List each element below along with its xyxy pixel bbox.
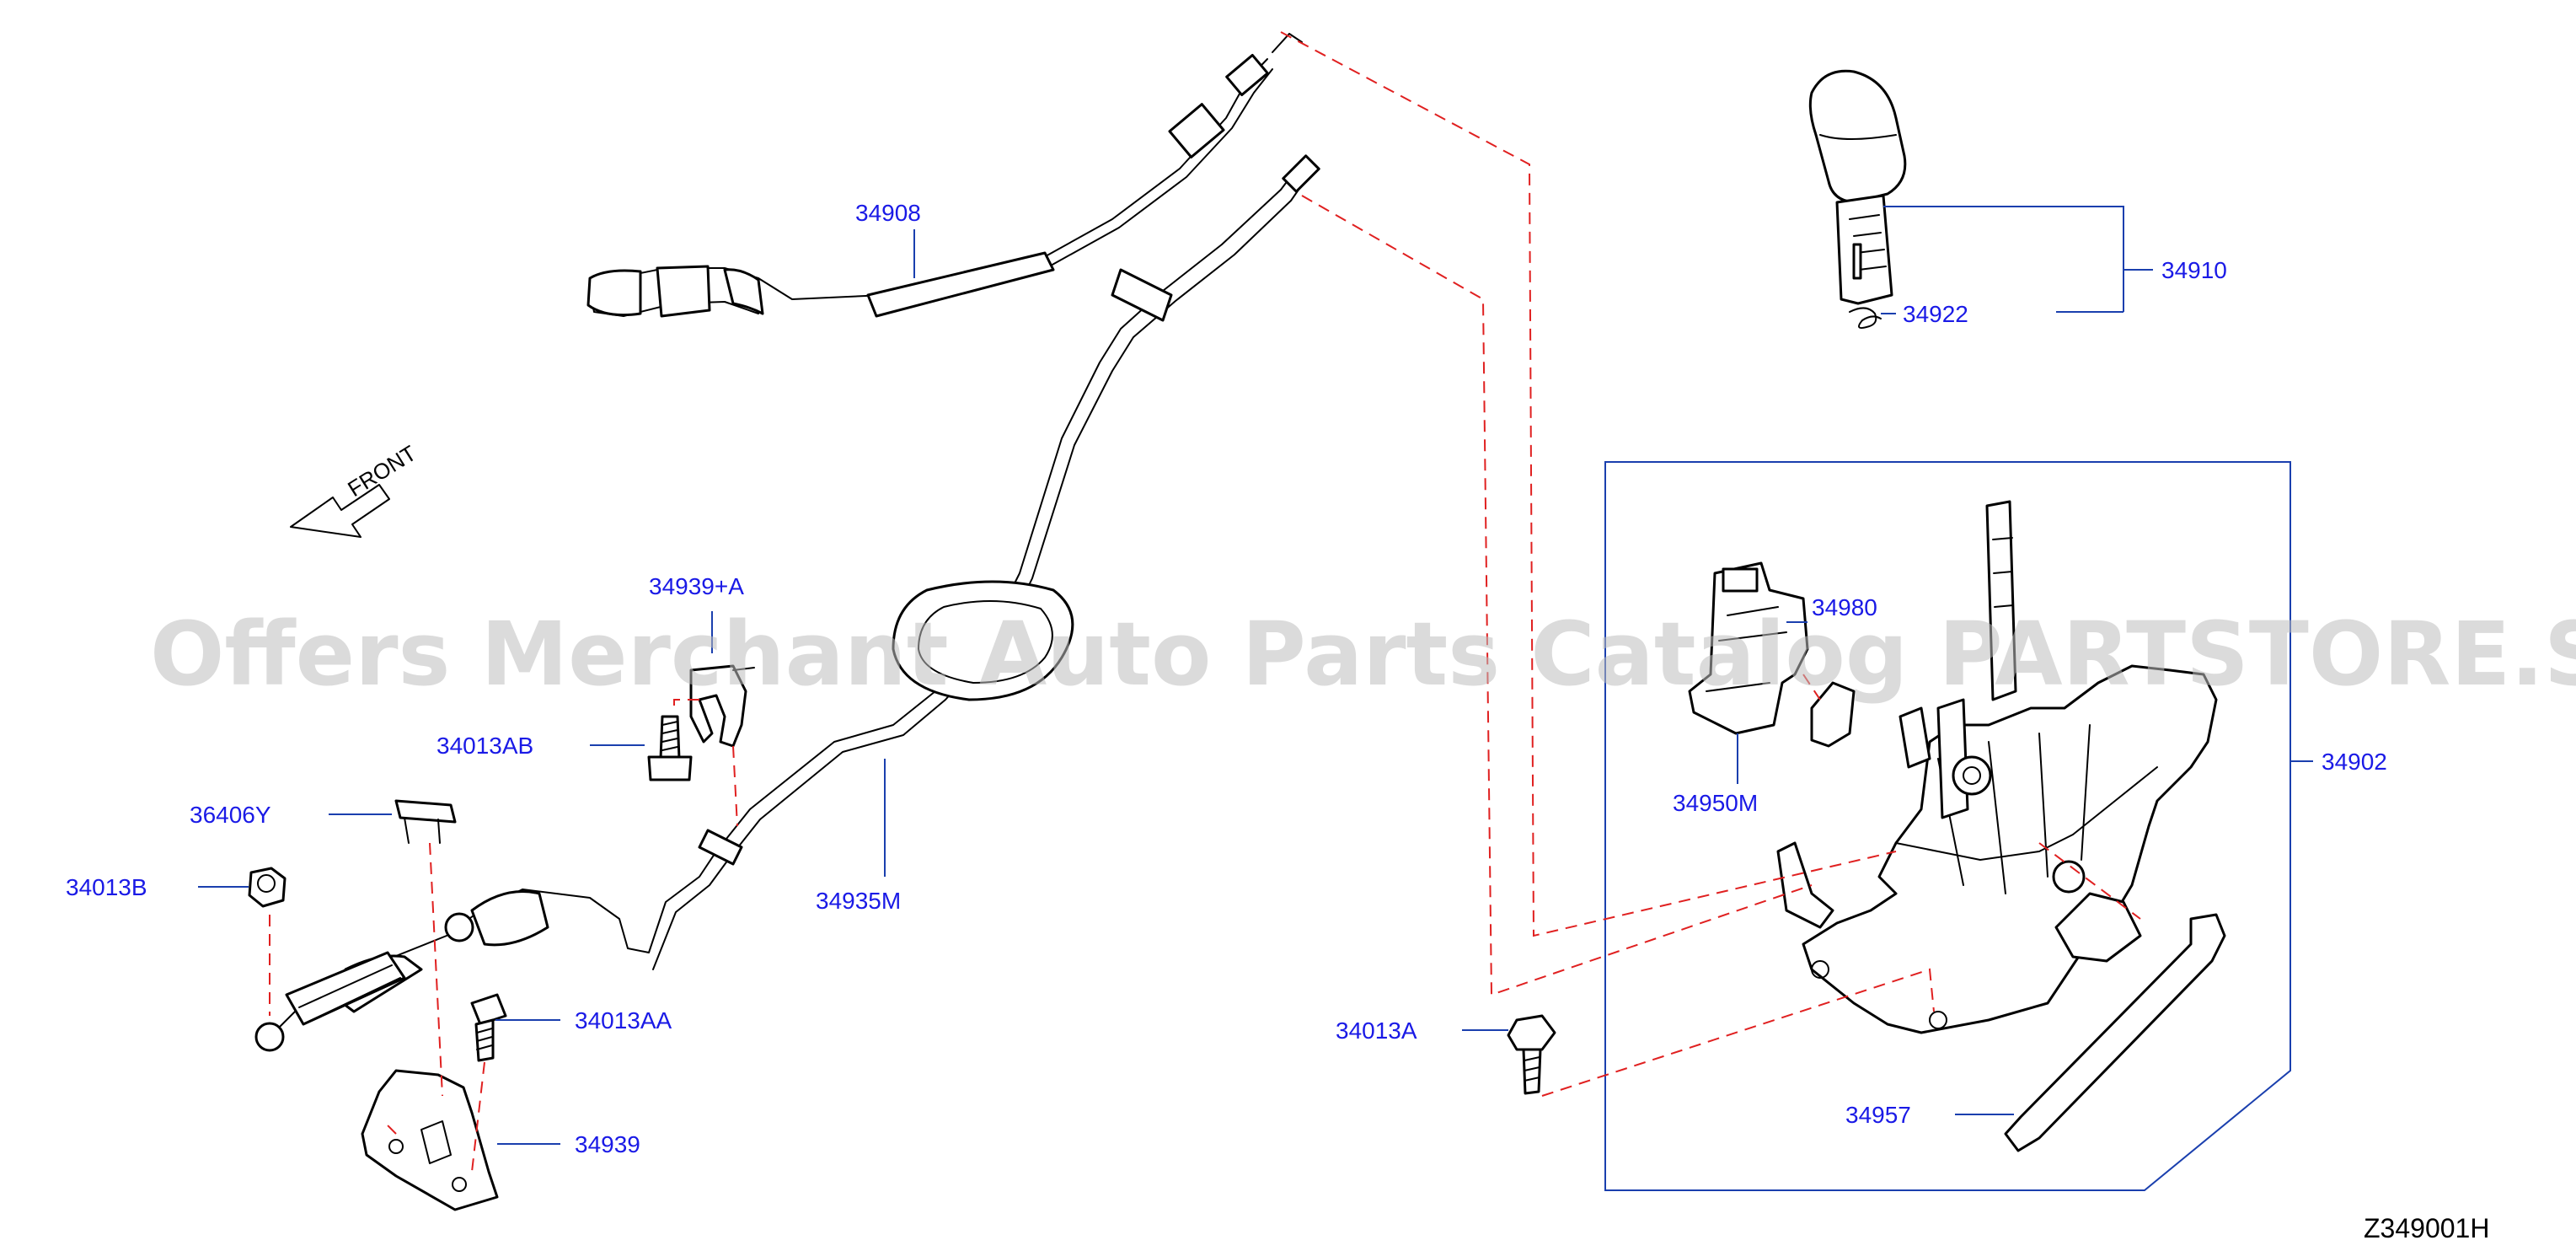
- cable-bracket-34939[interactable]: [361, 1069, 499, 1211]
- hose-34957[interactable]: [2004, 913, 2226, 1152]
- label-34957[interactable]: 34957: [1845, 1102, 1911, 1128]
- bolt-34013AB[interactable]: [647, 715, 693, 781]
- shift-control-device-34902[interactable]: [1776, 500, 2218, 1034]
- watermark: Offers Merchant Auto Parts Catalog PARTS…: [150, 603, 2576, 706]
- front-direction-indicator: FRONT: [290, 440, 420, 538]
- bracket-clip[interactable]: [689, 664, 755, 748]
- shift-cable-upper[interactable]: [586, 33, 1303, 318]
- diagram-code: Z349001H: [2364, 1213, 2489, 1243]
- label-34013AB[interactable]: 34013AB: [436, 733, 533, 759]
- assembly-outline-34902: [1604, 461, 2291, 1191]
- label-34908[interactable]: 34908: [855, 200, 921, 226]
- clip-34922[interactable]: [1849, 307, 1882, 329]
- label-34910[interactable]: 34910: [2161, 257, 2227, 283]
- shift-knob-assembly[interactable]: [1808, 69, 1907, 305]
- label-34013A[interactable]: 34013A: [1336, 1017, 1417, 1044]
- bolt-34013AA[interactable]: [470, 993, 507, 1062]
- label-34013AA[interactable]: 34013AA: [575, 1007, 672, 1034]
- label-34922[interactable]: 34922: [1903, 301, 1968, 327]
- label-34935M[interactable]: 34935M: [816, 888, 901, 914]
- part-labels: 34908 34910 34922 34980 34950M 34902 349…: [66, 200, 2387, 1157]
- bolt-34013A[interactable]: [1507, 1014, 1556, 1095]
- label-34950M[interactable]: 34950M: [1673, 790, 1758, 816]
- clip-36406Y[interactable]: [394, 799, 457, 844]
- label-34939[interactable]: 34939: [575, 1131, 640, 1157]
- front-label: FRONT: [343, 440, 420, 502]
- selector-lever-34950M[interactable]: [1688, 561, 1809, 735]
- shift-control-cable[interactable]: [254, 154, 1320, 1052]
- leader-lines: [198, 206, 2313, 1145]
- label-36406Y[interactable]: 36406Y: [190, 802, 271, 828]
- label-34902[interactable]: 34902: [2322, 749, 2387, 775]
- nut-34013B[interactable]: [248, 867, 287, 908]
- label-34013B[interactable]: 34013B: [66, 874, 147, 900]
- label-34980[interactable]: 34980: [1812, 594, 1877, 620]
- label-34939A[interactable]: 34939+A: [649, 573, 744, 599]
- dashed-connectors: [269, 31, 2141, 1173]
- part-34980[interactable]: [1810, 681, 1856, 748]
